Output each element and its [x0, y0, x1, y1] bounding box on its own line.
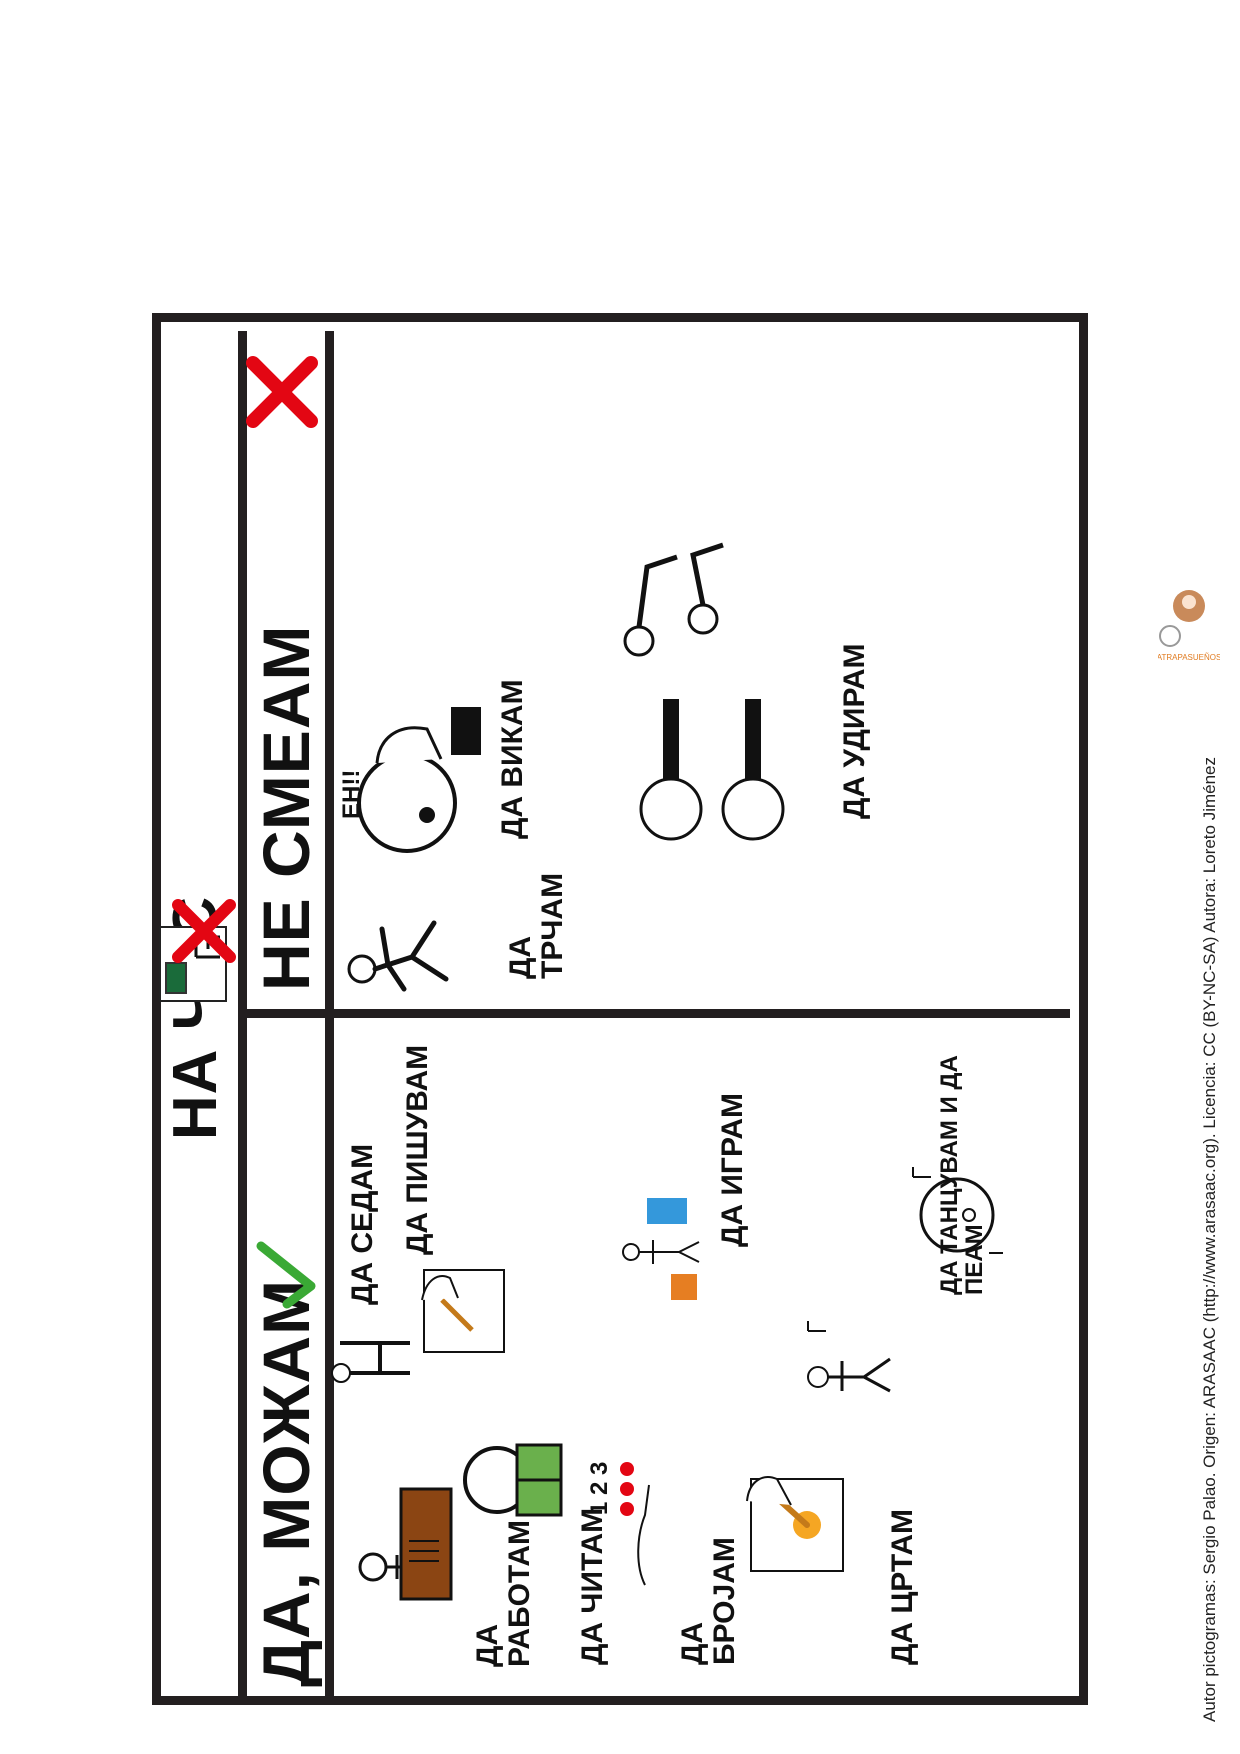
singing-face-icon: [912, 1167, 1003, 1254]
shouting-person-icon: [357, 707, 481, 853]
item-write-label: ДА ПИШУВАМ: [401, 1044, 434, 1255]
sitting-chair-icon: [331, 1341, 410, 1383]
item-sit: ДА СЕДАМ: [346, 1143, 379, 1305]
allowed-heading: ДА, МОЖАМ: [247, 1018, 334, 1705]
allowed-heading-label: ДА, МОЖАМ: [249, 1278, 323, 1687]
counting-numbers-text: 1 2 3: [586, 1461, 613, 1515]
work-at-desk-icon: [358, 1487, 453, 1601]
item-run: ДА ТРЧАМ: [504, 872, 569, 979]
item-play: ДА ИГРАМ: [716, 1093, 749, 1247]
forbidden-x-icon-title: [172, 899, 236, 963]
item-dance-sing: ДА ТАНЦУВАМ И ДА ПЕАМ: [936, 1018, 989, 1295]
title-row: НА ЧАС: [152, 331, 247, 1705]
allowed-column: ДА, МОЖАМ ДА РАБОТАМ ДА ЧИТАМ 1 2 3: [247, 1009, 1070, 1705]
shout-text-label: ЕH!!: [338, 769, 365, 819]
logo-text: ATRAPASUEÑOS: [1158, 653, 1220, 662]
drawing-hand-icon: [746, 1476, 844, 1572]
item-read: ДА ЧИТАМ: [576, 1507, 609, 1665]
dancing-person-icon: [807, 1321, 891, 1393]
item-draw-label: ДА ЦРТАМ: [886, 1509, 919, 1665]
hitting-people-icon: [623, 542, 785, 841]
running-person-icon: [347, 920, 449, 992]
counting-numbers: 1 2 3: [586, 1461, 613, 1515]
item-hit: ДА УДИРАМ: [838, 643, 871, 819]
forbidden-x-icon: [246, 356, 318, 428]
item-shout-label: ДА ВИКАМ: [496, 679, 529, 839]
item-draw: ДА ЦРТАМ: [886, 1509, 919, 1665]
item-read-label: ДА ЧИТАМ: [576, 1507, 609, 1665]
item-shout: ДА ВИКАМ: [496, 679, 529, 839]
check-icon: [256, 1241, 316, 1309]
counting-hand-icon: [620, 1462, 650, 1586]
item-work: ДА РАБОТАМ: [471, 1519, 536, 1667]
rules-board: НА ЧАС ДА, МОЖАМ ДА РАБОТАМ: [152, 313, 1088, 1705]
item-count: ДА БРОЈАМ: [676, 1537, 741, 1665]
item-work-label: ДА РАБОТАМ: [471, 1519, 536, 1667]
item-sit-label: ДА СЕДАМ: [346, 1143, 379, 1305]
forbidden-heading-label: НЕ СМЕАМ: [249, 624, 323, 991]
credits-footer: Autor pictogramas: Sergio Palao. Origen:…: [1200, 756, 1219, 1722]
forbidden-heading: НЕ СМЕАМ: [246, 331, 334, 1009]
atrapasuenos-logo: ATRAPASUEÑOS: [1158, 590, 1220, 662]
item-count-label: ДА БРОЈАМ: [676, 1537, 741, 1665]
shout-text: ЕH!!: [338, 769, 365, 819]
reading-book-icon: [463, 1443, 563, 1517]
writing-hand-icon: [421, 1269, 505, 1353]
forbidden-column: НЕ СМЕАМ ДА ТРЧАМ ЕH!! ДА ВИКАМ: [246, 331, 1070, 1009]
playing-toys-icon: [622, 1198, 700, 1300]
item-write: ДА ПИШУВАМ: [401, 1044, 434, 1255]
item-hit-label: ДА УДИРАМ: [838, 643, 871, 819]
item-play-label: ДА ИГРАМ: [716, 1093, 749, 1247]
item-run-label: ДА ТРЧАМ: [504, 872, 569, 979]
item-dance-sing-label: ДА ТАНЦУВАМ И ДА ПЕАМ: [936, 1055, 989, 1295]
